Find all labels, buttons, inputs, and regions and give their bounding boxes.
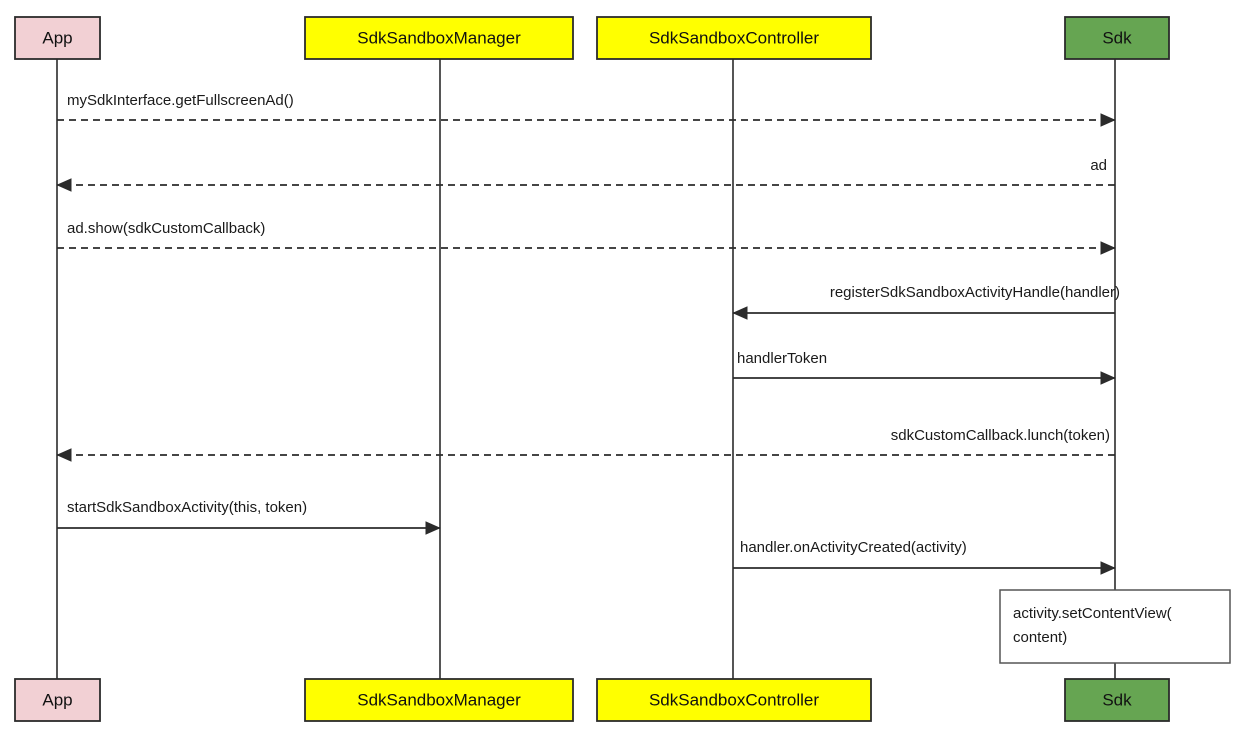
participant-box-controller-top[interactable] (596, 16, 872, 60)
lifelines-group (56, 59, 1116, 679)
message-m5: handlerToken (733, 350, 1116, 385)
participant-box-sdk-bottom[interactable] (1064, 678, 1170, 722)
participant-label-manager-top: SdkSandboxManager (357, 28, 521, 47)
note-text-n1: activity.setContentView(content) (1013, 605, 1172, 646)
participant-sdk-top[interactable]: Sdk (1064, 16, 1170, 60)
message-label-m4: registerSdkSandboxActivityHandle(handler… (830, 284, 1120, 301)
message-label-m1: mySdkInterface.getFullscreenAd() (67, 92, 294, 109)
participant-label-sdk-top: Sdk (1102, 28, 1132, 47)
message-m2: ad (56, 157, 1115, 192)
participant-label-sdk-bottom: Sdk (1102, 690, 1132, 709)
participant-sdk-bottom[interactable]: Sdk (1064, 678, 1170, 722)
participant-label-app-top: App (42, 28, 72, 47)
message-label-m5: handlerToken (737, 350, 827, 367)
participant-manager-top[interactable]: SdkSandboxManager (304, 16, 574, 60)
participant-box-manager-bottom[interactable] (304, 678, 574, 722)
message-m3: ad.show(sdkCustomCallback) (57, 220, 1116, 255)
participant-box-app-bottom[interactable] (14, 678, 101, 722)
notes-group: activity.setContentView(content) (999, 589, 1231, 664)
participant-label-app-bottom: App (42, 690, 72, 709)
participant-box-controller-bottom[interactable] (596, 678, 872, 722)
participant-app-top[interactable]: App (14, 16, 101, 60)
participant-manager-bottom[interactable]: SdkSandboxManager (304, 678, 574, 722)
message-label-m7: startSdkSandboxActivity(this, token) (67, 499, 307, 516)
message-label-m6: sdkCustomCallback.lunch(token) (891, 427, 1110, 444)
participant-box-sdk-top[interactable] (1064, 16, 1170, 60)
participant-app-bottom[interactable]: App (14, 678, 101, 722)
message-m8: handler.onActivityCreated(activity) (733, 539, 1116, 575)
participant-label-controller-bottom: SdkSandboxController (649, 690, 819, 709)
message-label-m2: ad (1090, 157, 1107, 174)
participant-controller-bottom[interactable]: SdkSandboxController (596, 678, 872, 722)
message-m4: registerSdkSandboxActivityHandle(handler… (732, 284, 1120, 320)
participant-label-controller-top: SdkSandboxController (649, 28, 819, 47)
note-n1: activity.setContentView(content) (999, 589, 1231, 664)
message-m7: startSdkSandboxActivity(this, token) (57, 499, 441, 535)
message-label-m8: handler.onActivityCreated(activity) (740, 539, 967, 556)
actor-boxes-group: AppAppSdkSandboxManagerSdkSandboxManager… (14, 16, 1170, 722)
note-box-n1 (999, 589, 1231, 664)
participant-box-app-top[interactable] (14, 16, 101, 60)
participant-controller-top[interactable]: SdkSandboxController (596, 16, 872, 60)
message-m6: sdkCustomCallback.lunch(token) (56, 427, 1115, 462)
participant-label-manager-bottom: SdkSandboxManager (357, 690, 521, 709)
participant-box-manager-top[interactable] (304, 16, 574, 60)
messages-group: mySdkInterface.getFullscreenAd() ad ad.sho… (56, 92, 1120, 575)
message-label-m3: ad.show(sdkCustomCallback) (67, 220, 265, 237)
message-m1: mySdkInterface.getFullscreenAd() (57, 92, 1116, 127)
